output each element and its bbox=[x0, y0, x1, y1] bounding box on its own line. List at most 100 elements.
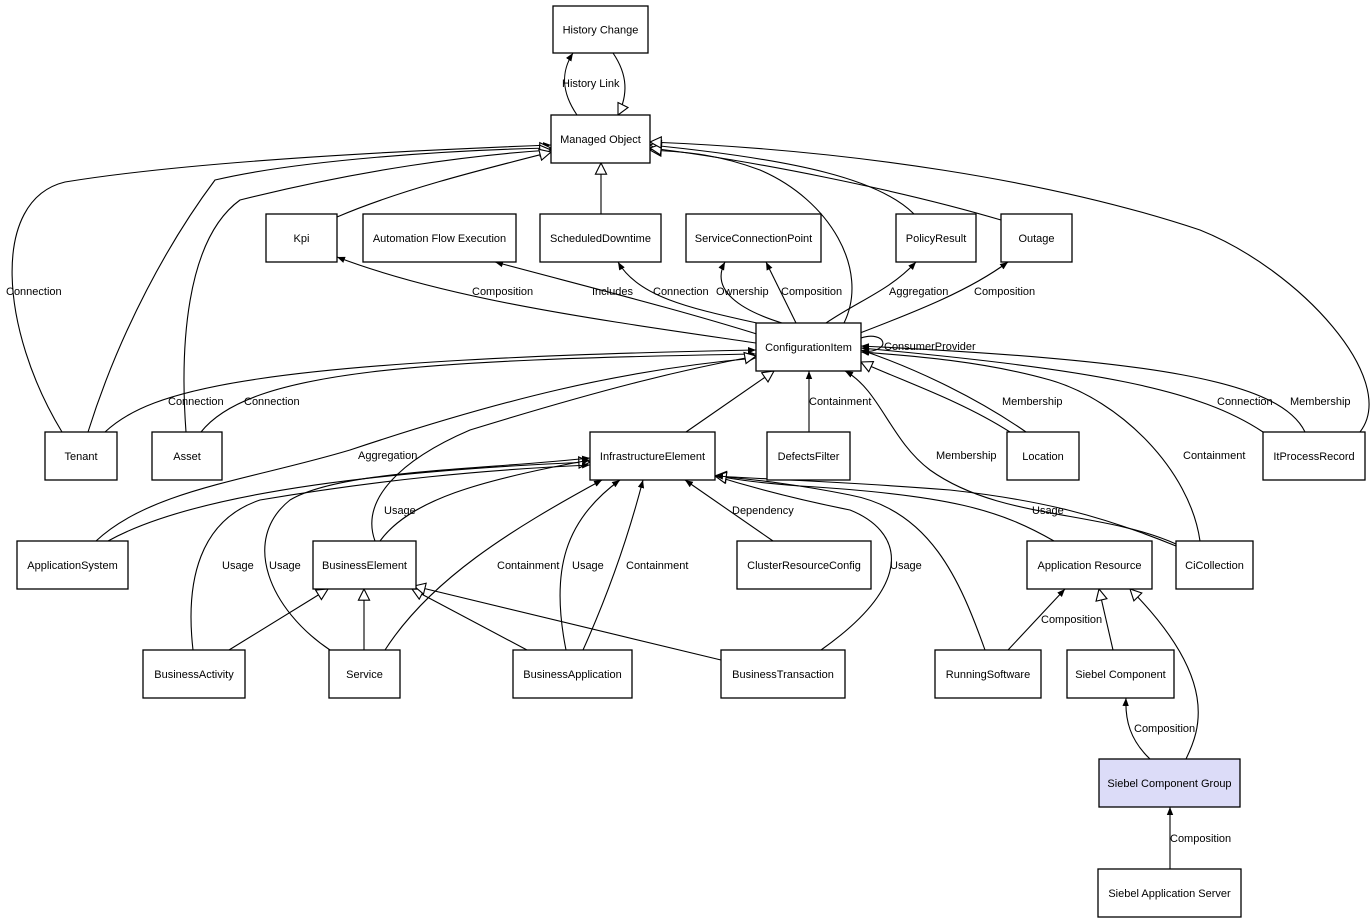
node-box[interactable] bbox=[589, 431, 716, 481]
node-box[interactable] bbox=[895, 213, 977, 263]
node-infrastructure-element[interactable]: InfrastructureElement bbox=[589, 431, 716, 481]
edge-configuration-item-to-outage bbox=[859, 261, 1009, 334]
edge-configuration-item-to-policy-result bbox=[825, 261, 917, 324]
node-outage[interactable]: Outage bbox=[1000, 213, 1073, 263]
node-label: Tenant bbox=[64, 451, 97, 463]
node-siebel-component-group[interactable]: Siebel Component Group bbox=[1098, 758, 1241, 808]
edge-configuration-item-to-service-connection-point bbox=[765, 261, 797, 324]
node-box[interactable] bbox=[362, 213, 517, 263]
node-box[interactable] bbox=[934, 649, 1042, 699]
node-business-element[interactable]: BusinessElement bbox=[312, 540, 417, 590]
edge-label: Containment bbox=[626, 560, 688, 572]
node-siebel-application-server[interactable]: Siebel Application Server bbox=[1097, 868, 1242, 918]
association-arrow bbox=[190, 462, 591, 651]
inheritance-arrow bbox=[685, 371, 774, 433]
association-arrow bbox=[844, 370, 1177, 545]
node-box[interactable] bbox=[16, 540, 129, 590]
node-box[interactable] bbox=[1098, 758, 1241, 808]
node-kpi[interactable]: Kpi bbox=[265, 213, 338, 263]
inheritance-arrow bbox=[371, 356, 756, 542]
node-tenant[interactable]: Tenant bbox=[44, 431, 118, 481]
edge-label: Usage bbox=[1032, 505, 1064, 517]
node-policy-result[interactable]: PolicyResult bbox=[895, 213, 977, 263]
node-box[interactable] bbox=[1026, 540, 1153, 590]
node-box[interactable] bbox=[312, 540, 417, 590]
node-location[interactable]: Location bbox=[1006, 431, 1080, 481]
edge-tenant-to-managed-object bbox=[87, 148, 551, 433]
node-service[interactable]: Service bbox=[328, 649, 401, 699]
node-box[interactable] bbox=[755, 322, 862, 372]
node-application-system[interactable]: ApplicationSystem bbox=[16, 540, 129, 590]
edge-siebel-component-group-to-siebel-component bbox=[1122, 697, 1151, 760]
node-box[interactable] bbox=[151, 431, 223, 481]
edge-label: Usage bbox=[890, 560, 922, 572]
edge-running-software-to-infrastructure-element bbox=[715, 476, 986, 651]
node-box[interactable] bbox=[1006, 431, 1080, 481]
node-cluster-resource-config[interactable]: ClusterResourceConfig bbox=[736, 540, 872, 590]
edge-siebel-component-group-to-application-resource bbox=[1130, 589, 1199, 760]
node-box[interactable] bbox=[766, 431, 851, 481]
node-automation-flow-execution[interactable]: Automation Flow Execution bbox=[362, 213, 517, 263]
node-box[interactable] bbox=[685, 213, 822, 263]
node-box[interactable] bbox=[1262, 431, 1366, 481]
node-box[interactable] bbox=[1066, 649, 1175, 699]
edge-business-transaction-to-business-element bbox=[414, 586, 722, 661]
node-defects-filter[interactable]: DefectsFilter bbox=[766, 431, 851, 481]
node-box[interactable] bbox=[539, 213, 662, 263]
edge-label: Composition bbox=[472, 286, 533, 298]
node-managed-object[interactable]: Managed Object bbox=[550, 114, 651, 164]
edge-label: Composition bbox=[781, 286, 842, 298]
node-business-transaction[interactable]: BusinessTransaction bbox=[720, 649, 846, 699]
edge-business-element-to-configuration-item bbox=[371, 356, 756, 542]
association-arrow bbox=[11, 142, 552, 433]
node-box[interactable] bbox=[736, 540, 872, 590]
node-siebel-component[interactable]: Siebel Component bbox=[1066, 649, 1175, 699]
association-arrow bbox=[860, 345, 1264, 433]
association-arrow bbox=[860, 349, 1201, 542]
node-scheduled-downtime[interactable]: ScheduledDowntime bbox=[539, 213, 662, 263]
node-application-resource[interactable]: Application Resource bbox=[1026, 540, 1153, 590]
node-box[interactable] bbox=[265, 213, 338, 263]
association-arrow bbox=[684, 479, 774, 542]
association-arrow bbox=[860, 343, 1306, 433]
association-arrow bbox=[95, 355, 757, 542]
node-box[interactable] bbox=[512, 649, 633, 699]
node-label: ServiceConnectionPoint bbox=[695, 233, 812, 245]
node-label: History Change bbox=[563, 24, 639, 36]
node-box[interactable] bbox=[1000, 213, 1073, 263]
edge-label: Usage bbox=[222, 560, 254, 572]
inheritance-arrow bbox=[183, 150, 551, 433]
edge-location-to-configuration-item bbox=[861, 362, 1011, 433]
node-history-change[interactable]: History Change bbox=[552, 5, 649, 54]
node-box[interactable] bbox=[550, 114, 651, 164]
edge-label: Connection bbox=[168, 396, 224, 408]
edge-label: Composition bbox=[1170, 833, 1231, 845]
edge-ci-collection-to-configuration-item bbox=[860, 349, 1201, 542]
node-box[interactable] bbox=[142, 649, 246, 699]
node-it-process-record[interactable]: ItProcessRecord bbox=[1262, 431, 1366, 481]
node-label: ConfigurationItem bbox=[765, 342, 852, 354]
node-ci-collection[interactable]: CiCollection bbox=[1175, 540, 1254, 590]
node-box[interactable] bbox=[328, 649, 401, 699]
node-box[interactable] bbox=[552, 5, 649, 54]
node-label: RunningSoftware bbox=[946, 669, 1030, 681]
node-business-application[interactable]: BusinessApplication bbox=[512, 649, 633, 699]
edge-label: Aggregation bbox=[889, 286, 948, 298]
node-service-connection-point[interactable]: ServiceConnectionPoint bbox=[685, 213, 822, 263]
edge-ci-collection-to-configuration-item bbox=[844, 370, 1177, 545]
inheritance-arrow bbox=[107, 462, 590, 542]
node-box[interactable] bbox=[720, 649, 846, 699]
node-running-software[interactable]: RunningSoftware bbox=[934, 649, 1042, 699]
node-label: Asset bbox=[173, 451, 201, 463]
inheritance-arrow bbox=[1130, 589, 1199, 760]
node-configuration-item[interactable]: ConfigurationItem bbox=[755, 322, 862, 372]
edge-configuration-item-to-kpi bbox=[336, 256, 757, 344]
edge-label: Aggregation bbox=[358, 450, 417, 462]
node-box[interactable] bbox=[1175, 540, 1254, 590]
association-arrow bbox=[264, 455, 591, 651]
node-box[interactable] bbox=[1097, 868, 1242, 918]
node-label: BusinessElement bbox=[322, 560, 407, 572]
node-box[interactable] bbox=[44, 431, 118, 481]
node-business-activity[interactable]: BusinessActivity bbox=[142, 649, 246, 699]
node-asset[interactable]: Asset bbox=[151, 431, 223, 481]
